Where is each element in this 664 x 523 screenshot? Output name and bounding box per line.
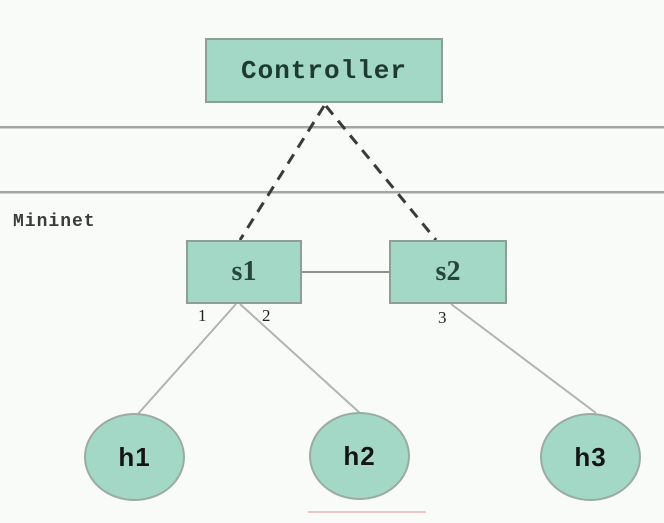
port-label-s1-1: 1 bbox=[198, 306, 207, 325]
controller-node: Controller bbox=[205, 38, 443, 103]
video-progress-artifact bbox=[308, 511, 426, 513]
link-controller-s2 bbox=[324, 105, 438, 241]
port-label-s1-2: 2 bbox=[262, 306, 271, 325]
separator-line-top bbox=[0, 126, 664, 128]
host-h1-node: h1 bbox=[84, 413, 185, 501]
switch-s2-label: s2 bbox=[435, 256, 461, 287]
host-h3-label: h3 bbox=[574, 441, 607, 472]
controller-label: Controller bbox=[240, 55, 408, 86]
host-h3-node: h3 bbox=[540, 413, 641, 501]
host-h2-label: h2 bbox=[343, 440, 376, 471]
link-s2-h3 bbox=[450, 303, 597, 414]
link-controller-s1 bbox=[238, 105, 326, 241]
host-h2-node: h2 bbox=[309, 412, 410, 500]
separator-line-bottom bbox=[0, 191, 664, 193]
switch-s1-label: s1 bbox=[231, 256, 257, 287]
link-s1-h2 bbox=[239, 303, 362, 415]
switch-s2-node: s2 bbox=[389, 240, 507, 304]
port-label-s2-3: 3 bbox=[438, 308, 447, 327]
link-s1-h1 bbox=[136, 303, 237, 416]
host-h1-label: h1 bbox=[118, 441, 151, 472]
mininet-zone-label: Mininet bbox=[13, 212, 96, 232]
switch-s1-node: s1 bbox=[186, 240, 302, 304]
